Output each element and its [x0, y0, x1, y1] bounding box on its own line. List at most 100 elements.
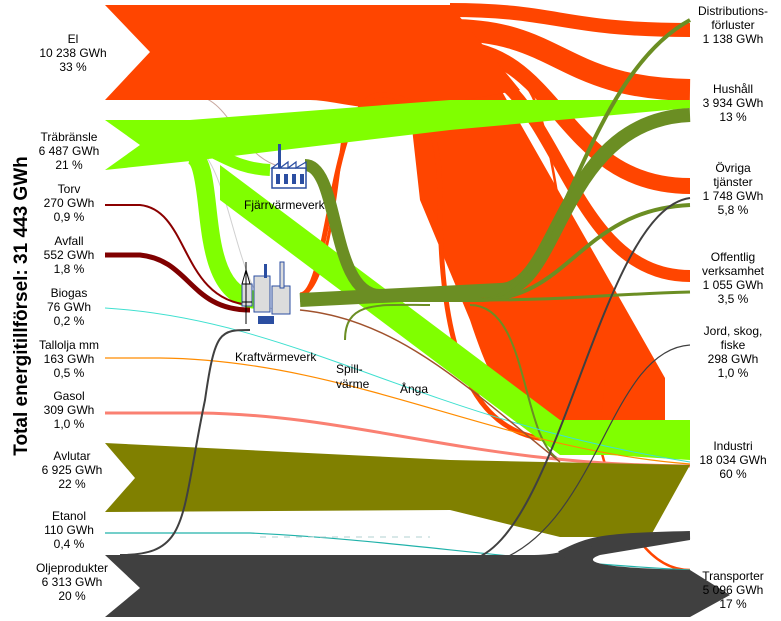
target-name: Industri	[713, 439, 753, 453]
waste-heat-label-2: värme	[336, 377, 370, 391]
target-name: Distributions-	[697, 4, 769, 18]
target-label-households: Hushåll 3 934 GWh 13 %	[686, 82, 780, 124]
source-value: 76 GWh	[46, 300, 91, 314]
target-share: 60 %	[719, 467, 747, 481]
source-name: Avlutar	[53, 449, 91, 463]
target-label-agri: Jord, skog, fiske 298 GWh 1,0 %	[686, 324, 780, 380]
source-name: Torv	[57, 182, 81, 196]
source-share: 1,8 %	[53, 262, 85, 276]
target-name: Transporter	[702, 569, 764, 583]
flow-ethanol	[105, 532, 691, 571]
source-label-wood: Träbränsle 6 487 GWh 21 %	[27, 130, 111, 172]
source-value: 270 GWh	[43, 196, 95, 210]
source-share: 20 %	[58, 589, 86, 603]
source-value: 552 GWh	[43, 248, 95, 262]
flow-wood-chp	[186, 146, 261, 309]
source-name: Etanol	[51, 509, 87, 523]
flow-lpg	[105, 411, 691, 468]
source-label-ethanol: Etanol 110 GWh 0,4 %	[27, 509, 111, 551]
source-label-waste-liquor: Avlutar 6 925 GWh 22 %	[27, 449, 117, 491]
source-share: 21 %	[55, 158, 83, 172]
target-value: 1 138 GWh	[702, 32, 764, 46]
source-name: Avfall	[54, 234, 84, 248]
target-share: 1,0 %	[717, 366, 749, 380]
target-value: 1 748 GWh	[702, 189, 764, 203]
source-label-peat: Torv 270 GWh 0,9 %	[27, 182, 111, 224]
source-share: 0,9 %	[53, 210, 85, 224]
target-value: 5 096 GWh	[702, 583, 764, 597]
chp-plant-icon	[241, 261, 291, 324]
flow-peat	[105, 204, 251, 306]
source-share: 0,5 %	[53, 366, 85, 380]
flow-oil-chp	[119, 329, 251, 556]
source-value: 309 GWh	[43, 403, 95, 417]
flow-oil-services	[469, 197, 691, 561]
source-name: Biogas	[50, 286, 88, 300]
target-name: förluster	[711, 18, 755, 32]
flow-dh-out	[303, 159, 381, 301]
target-value: 18 034 GWh	[699, 453, 767, 467]
source-name: El	[67, 32, 79, 46]
waste-heat-label-1: Spill-	[336, 362, 363, 376]
target-value: 298 GWh	[707, 352, 759, 366]
district-heating-plant-icon	[270, 144, 307, 189]
flow-dh-public	[479, 290, 691, 302]
target-label-services: Övriga tjänster 1 748 GWh 5,8 %	[686, 161, 780, 217]
flow-oil-main	[105, 533, 730, 617]
target-name: Offentlig	[710, 250, 756, 264]
district-heating-plant-label: Fjärrvärmeverk	[244, 198, 325, 212]
target-name: Hushåll	[712, 82, 754, 96]
target-name: Jord, skog,	[703, 324, 763, 338]
source-value: 163 GWh	[43, 352, 95, 366]
flow-wood-main	[105, 100, 690, 170]
source-label-waste: Avfall 552 GWh 1,8 %	[27, 234, 111, 276]
flow-dh-industry	[469, 304, 561, 461]
target-value: 3 934 GWh	[702, 96, 764, 110]
source-value: 110 GWh	[44, 523, 94, 537]
flow-oil-industry	[558, 531, 691, 559]
source-name: Tallolja mm	[38, 338, 99, 352]
target-value: 1 055 GWh	[702, 278, 764, 292]
source-share: 33 %	[59, 60, 87, 74]
target-share: 13 %	[719, 110, 747, 124]
target-label-losses: Distributions- förluster 1 138 GWh	[686, 4, 780, 46]
target-name: fiske	[720, 338, 746, 352]
flow-dh-services	[479, 203, 691, 302]
flow-el-households	[449, 19, 691, 101]
source-share: 22 %	[58, 477, 86, 491]
flow-el-main	[105, 5, 520, 110]
target-share: 5,8 %	[717, 203, 749, 217]
target-name: tjänster	[713, 175, 753, 189]
source-share: 0,4 %	[53, 537, 85, 551]
source-label-tall-oil: Tallolja mm 163 GWh 0,5 %	[27, 338, 111, 380]
flow-el-losses	[449, 3, 691, 37]
target-name: verksamhet	[701, 264, 765, 278]
target-label-public: Offentlig verksamhet 1 055 GWh 3,5 %	[686, 250, 780, 306]
flow-biogas	[104, 307, 691, 463]
target-share: 17 %	[719, 597, 747, 611]
source-value: 6 487 GWh	[38, 144, 100, 158]
flow-steam	[299, 309, 561, 463]
source-name: Gasol	[53, 389, 85, 403]
target-share: 3,5 %	[717, 292, 749, 306]
source-value: 10 238 GWh	[39, 46, 107, 60]
flow-el-industry-join	[600, 378, 665, 430]
source-share: 1,0 %	[53, 417, 85, 431]
source-share: 0,2 %	[53, 314, 85, 328]
target-name: Övriga	[715, 161, 751, 175]
flow-tall-oil	[105, 357, 691, 465]
source-name: Träbränsle	[40, 130, 98, 144]
source-value: 6 313 GWh	[41, 575, 103, 589]
source-name: Oljeprodukter	[35, 561, 109, 575]
source-label-biogas: Biogas 76 GWh 0,2 %	[27, 286, 111, 328]
chp-plant-label: Kraftvärmeverk	[235, 350, 317, 364]
flow-waste-heat	[344, 303, 431, 341]
source-label-el: El 10 238 GWh 33 %	[27, 32, 119, 74]
target-label-industry: Industri 18 034 GWh 60 %	[686, 439, 780, 481]
source-label-oil: Oljeprodukter 6 313 GWh 20 %	[27, 561, 117, 603]
target-label-transport: Transporter 5 096 GWh 17 %	[686, 569, 780, 611]
flow-dh-bus2	[300, 18, 691, 302]
flow-oil-agri	[499, 344, 691, 561]
